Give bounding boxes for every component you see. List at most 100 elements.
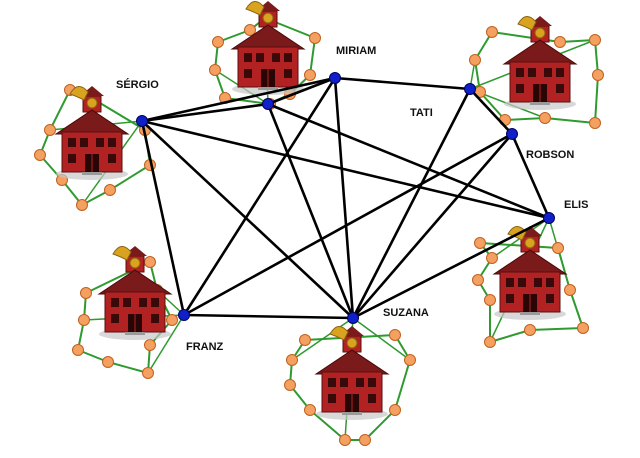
hub-node-elis <box>543 212 555 224</box>
main-edge <box>267 76 336 106</box>
hub-label-miriam: MIRIAM <box>336 45 376 57</box>
hub-label-sergio: SÉRGIO <box>116 78 159 91</box>
local-node <box>304 69 316 81</box>
local-node <box>486 252 498 264</box>
hub-label-suzana: SUZANA <box>383 307 429 319</box>
hub-label-robson: ROBSON <box>526 149 574 161</box>
school-house-with-bell-icon <box>98 245 172 341</box>
local-edge <box>94 99 146 131</box>
main-edge <box>141 120 354 319</box>
hub-node-robson <box>506 128 518 140</box>
local-node <box>486 26 498 38</box>
local-edge <box>394 359 411 411</box>
hub-node-franz <box>178 309 190 321</box>
local-edge <box>544 117 596 124</box>
local-node <box>469 54 481 66</box>
local-node <box>102 356 114 368</box>
local-node <box>286 354 298 366</box>
local-edge <box>107 361 149 374</box>
main-edge <box>141 102 269 123</box>
main-edge <box>333 77 355 319</box>
main-edge <box>141 76 336 123</box>
local-edge <box>529 327 584 331</box>
local-edge <box>594 74 599 124</box>
local-edge <box>504 117 546 121</box>
local-node <box>284 379 296 391</box>
local-spoke-edge <box>548 217 571 291</box>
main-edge <box>267 102 550 220</box>
local-node <box>524 324 536 336</box>
school-icons <box>55 0 577 421</box>
local-node <box>589 34 601 46</box>
local-node <box>72 344 84 356</box>
main-edge <box>140 120 186 316</box>
local-node <box>564 284 576 296</box>
local-node <box>80 287 92 299</box>
hub-node-miriam <box>329 72 341 84</box>
hub-node-sergio <box>136 115 148 127</box>
local-node <box>359 434 371 446</box>
local-node <box>44 124 56 136</box>
local-edge <box>109 164 151 191</box>
main-edge <box>510 133 551 219</box>
main-edge <box>334 76 471 91</box>
main-edge <box>352 216 550 320</box>
local-edge <box>309 37 316 76</box>
hub-label-elis: ELIS <box>564 199 588 211</box>
local-node <box>34 149 46 161</box>
local-node <box>166 314 178 326</box>
school-house-with-bell-icon <box>231 0 305 96</box>
local-spoke-edge <box>352 317 411 361</box>
main-edge <box>183 313 354 320</box>
local-node <box>144 256 156 268</box>
main-edge <box>352 133 513 319</box>
hub-node-tati <box>464 83 476 95</box>
local-node <box>539 112 551 124</box>
local-node <box>76 199 88 211</box>
local-edge <box>479 242 559 249</box>
hub-label-tati: TATI <box>410 107 433 119</box>
local-node <box>484 336 496 348</box>
hub-label-franz: FRANZ <box>186 341 224 353</box>
local-node <box>244 24 256 36</box>
main-edge <box>351 88 472 319</box>
hub-labels: SÉRGIO MIRIAM TATI ROBSON ELIS FRANZ SUZANA <box>116 45 588 353</box>
school-house-with-bell-icon <box>55 85 129 181</box>
local-node <box>209 64 221 76</box>
local-node <box>212 36 224 48</box>
school-house-with-bell-icon <box>503 15 577 111</box>
local-node <box>592 69 604 81</box>
hub-node-suzana <box>347 312 359 324</box>
local-edge <box>49 89 71 131</box>
main-edge <box>141 119 550 220</box>
local-edge <box>491 31 561 43</box>
local-edge <box>569 289 584 329</box>
local-node <box>552 242 564 254</box>
local-node <box>78 314 90 326</box>
local-node <box>589 117 601 129</box>
local-node <box>104 184 116 196</box>
local-spoke-edge <box>147 314 185 374</box>
local-edge <box>489 329 531 343</box>
local-node <box>389 329 401 341</box>
local-node <box>404 354 416 366</box>
main-edge <box>182 77 337 316</box>
hub-nodes <box>136 72 555 324</box>
local-node <box>339 434 351 446</box>
local-node <box>472 274 484 286</box>
main-edge <box>183 132 513 317</box>
hub-node-mid <box>262 98 274 110</box>
local-edge <box>309 409 346 441</box>
local-node <box>309 32 321 44</box>
local-node <box>304 404 316 416</box>
local-node <box>389 404 401 416</box>
local-node <box>484 294 496 306</box>
local-edge <box>364 409 396 441</box>
local-node <box>554 36 566 48</box>
main-edge <box>469 88 513 135</box>
local-node <box>577 322 589 334</box>
main-network-edges <box>140 76 551 320</box>
local-node <box>144 339 156 351</box>
local-node <box>142 367 154 379</box>
